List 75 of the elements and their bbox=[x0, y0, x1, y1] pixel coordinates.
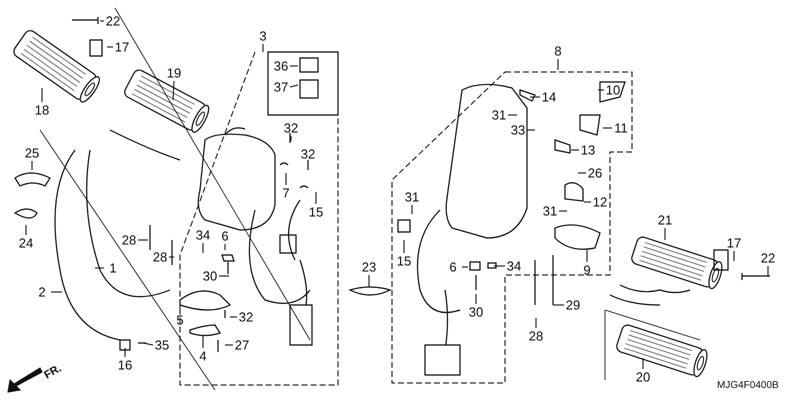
callout-number: 11 bbox=[614, 122, 628, 134]
callout-number: 23 bbox=[362, 260, 376, 274]
callout-number: 21 bbox=[658, 214, 672, 226]
leader-line bbox=[106, 46, 114, 48]
callout-number: 30 bbox=[202, 270, 218, 282]
leader-line bbox=[202, 334, 204, 348]
leader-line bbox=[508, 114, 518, 116]
leader-line bbox=[552, 304, 564, 306]
callout-number: 29 bbox=[566, 298, 580, 312]
leader-line bbox=[368, 274, 370, 288]
callout-number: 32 bbox=[300, 148, 316, 160]
callout-number: 34 bbox=[196, 228, 210, 242]
callout-number: 24 bbox=[18, 236, 34, 250]
callout-number: 14 bbox=[542, 90, 556, 104]
callout-number: 17 bbox=[114, 40, 130, 54]
callout-number: 7 bbox=[282, 186, 290, 200]
callout-number: 31 bbox=[492, 108, 506, 122]
callout-number: 3 bbox=[259, 30, 267, 42]
callout-number: 28 bbox=[152, 250, 168, 264]
callout-number: 34 bbox=[506, 260, 522, 272]
callout-number: 22 bbox=[106, 14, 120, 28]
callout-number: 15 bbox=[396, 254, 412, 268]
callout-number: 31 bbox=[542, 204, 558, 218]
callout-number: 2 bbox=[38, 286, 46, 298]
callout-number: 32 bbox=[284, 122, 298, 134]
callout-number: 35 bbox=[154, 338, 170, 352]
callout-number: 33 bbox=[510, 124, 526, 136]
callout-number: 6 bbox=[449, 260, 457, 274]
callout-number: 20 bbox=[636, 370, 650, 384]
callout-number: 32 bbox=[238, 310, 254, 324]
leader-line bbox=[290, 136, 292, 142]
callout-number: 18 bbox=[34, 104, 50, 116]
leader-line bbox=[100, 20, 104, 22]
callout-number: 15 bbox=[308, 206, 324, 218]
callout-number: 12 bbox=[592, 196, 608, 208]
fr-label: FR. bbox=[42, 362, 64, 382]
callout-number: 30 bbox=[468, 306, 484, 318]
callout-number: 16 bbox=[118, 358, 132, 372]
leader-line bbox=[262, 44, 264, 52]
callout-number: 28 bbox=[122, 234, 136, 246]
leader-line bbox=[224, 344, 234, 346]
callout-number: 28 bbox=[528, 330, 544, 342]
callout-number: 36 bbox=[274, 60, 288, 72]
leader-line bbox=[202, 242, 204, 254]
drawing-code: MJG4F0400B bbox=[717, 380, 779, 391]
callout-number: 27 bbox=[234, 338, 250, 352]
callout-number: 37 bbox=[274, 80, 288, 94]
callout-number: 26 bbox=[588, 166, 602, 180]
leader-line bbox=[290, 84, 298, 88]
callout-number: 5 bbox=[176, 314, 184, 326]
callout-number: 9 bbox=[583, 264, 591, 276]
leader-line bbox=[142, 342, 154, 346]
callout-number: 22 bbox=[760, 252, 776, 264]
leader-line bbox=[224, 244, 226, 250]
callout-number: 4 bbox=[199, 350, 207, 362]
leader-line bbox=[230, 316, 238, 318]
callout-number: 17 bbox=[726, 236, 742, 250]
callout-number: 6 bbox=[221, 230, 229, 242]
callout-number: 31 bbox=[404, 190, 420, 204]
callout-number: 10 bbox=[606, 84, 620, 96]
leader-line bbox=[462, 266, 468, 268]
leader-line bbox=[642, 358, 644, 370]
callout-number: 19 bbox=[166, 66, 182, 80]
leader-line bbox=[172, 80, 174, 100]
callout-number: 8 bbox=[554, 44, 562, 58]
leader-line bbox=[530, 96, 540, 98]
leader-line bbox=[558, 210, 568, 212]
leader-line bbox=[124, 348, 126, 358]
leader-line bbox=[578, 172, 586, 174]
callout-number: 25 bbox=[24, 146, 40, 160]
leader-line bbox=[168, 256, 174, 258]
leader-line bbox=[586, 250, 588, 262]
callout-number: 13 bbox=[580, 144, 596, 156]
callout-number: 1 bbox=[109, 262, 117, 274]
leader-line bbox=[664, 228, 666, 240]
